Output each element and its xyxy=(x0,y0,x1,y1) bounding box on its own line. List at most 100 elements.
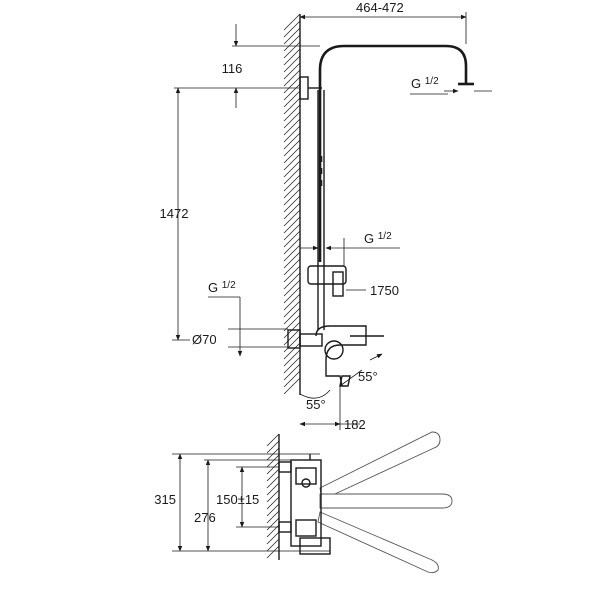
hatch-stroke xyxy=(283,125,301,143)
plan-outlet xyxy=(301,478,311,488)
dim-inlet-thread-label: G 1/2 xyxy=(208,280,236,295)
hatch-stroke xyxy=(283,209,301,227)
dim-spacing-label: 150±15 xyxy=(216,492,259,507)
hatch-stroke xyxy=(283,279,301,297)
hatch-stroke xyxy=(266,517,280,531)
hatch-stroke xyxy=(283,349,301,367)
hatch-stroke xyxy=(266,489,280,503)
dim-head-drop-label: 116 xyxy=(222,61,243,76)
dim-overall-height-label: 1750 xyxy=(370,283,399,298)
hatch-stroke xyxy=(283,132,301,150)
hatch-stroke xyxy=(283,97,301,115)
hatch-stroke xyxy=(283,167,301,185)
hatch-stroke xyxy=(266,503,280,517)
spout-swing-upper xyxy=(319,431,441,501)
hatch-stroke xyxy=(283,62,301,80)
hatch-stroke xyxy=(283,195,301,213)
mixer-knob xyxy=(324,340,344,360)
dim-head-thread-label: G 1/2 xyxy=(411,76,439,91)
hatch-stroke xyxy=(266,510,280,524)
hatch-stroke xyxy=(266,545,280,559)
dim-spout-angle-arrow xyxy=(369,353,383,361)
hatch-stroke xyxy=(283,111,301,129)
hatch-stroke xyxy=(283,223,301,241)
hatch-stroke xyxy=(283,83,301,101)
dim-spout-angle-label: 55° xyxy=(358,369,378,384)
hatch-stroke xyxy=(283,13,301,31)
hatch-stroke xyxy=(283,76,301,94)
hatch-stroke xyxy=(283,265,301,283)
hatch-stroke xyxy=(283,335,301,353)
plan-wall-hatching xyxy=(266,433,280,559)
dim-hose-thread-label: G 1/2 xyxy=(364,231,392,246)
hatch-stroke xyxy=(283,48,301,66)
dim-spout-angle-line xyxy=(339,369,363,387)
wall-bracket xyxy=(299,76,309,100)
hatch-stroke xyxy=(266,538,280,552)
hatch-stroke xyxy=(266,454,280,468)
hatch-stroke xyxy=(266,482,280,496)
hatch-stroke xyxy=(283,286,301,304)
hatch-stroke xyxy=(283,174,301,192)
plan-lever xyxy=(299,537,331,555)
hatch-stroke xyxy=(283,188,301,206)
mixer-body xyxy=(315,325,367,387)
hatch-stroke xyxy=(283,230,301,248)
hatch-stroke xyxy=(283,237,301,255)
hatch-stroke xyxy=(283,202,301,220)
hatch-stroke xyxy=(283,356,301,374)
hand-shower-slider xyxy=(332,271,344,297)
hatch-stroke xyxy=(283,41,301,59)
shower-arm xyxy=(318,44,468,262)
spout-tip xyxy=(339,375,351,387)
hatch-stroke xyxy=(283,118,301,136)
hatch-stroke xyxy=(283,342,301,360)
hatch-stroke xyxy=(283,272,301,290)
dim-plan-outer-label: 315 xyxy=(154,492,176,507)
plan-inlet-top xyxy=(278,461,292,473)
inlet-connector xyxy=(299,333,323,347)
hatch-stroke xyxy=(283,251,301,269)
spout-straight xyxy=(319,493,453,509)
hatch-stroke xyxy=(283,90,301,108)
hatch-stroke xyxy=(283,153,301,171)
plan-inlet-bottom xyxy=(278,521,292,533)
hatch-stroke xyxy=(266,468,280,482)
hatch-stroke xyxy=(283,27,301,45)
hatch-stroke xyxy=(266,496,280,510)
hatch-stroke xyxy=(283,328,301,346)
plan-mixer-body xyxy=(290,459,322,547)
hatch-stroke xyxy=(283,69,301,87)
dim-lever-angle-arc xyxy=(299,389,331,399)
hatch-stroke xyxy=(283,20,301,38)
hatch-stroke xyxy=(283,377,301,395)
hatch-stroke xyxy=(283,146,301,164)
hatch-stroke xyxy=(266,440,280,454)
hatch-stroke xyxy=(266,461,280,475)
hatch-stroke xyxy=(283,181,301,199)
hatch-stroke xyxy=(283,363,301,381)
hatch-stroke xyxy=(283,314,301,332)
dim-head-reach-label: 464-472 xyxy=(356,0,404,15)
hatch-stroke xyxy=(283,370,301,388)
hatch-stroke xyxy=(283,258,301,276)
hatch-stroke xyxy=(266,433,280,447)
dim-rail-height-label: 1472 xyxy=(160,206,189,221)
side-elevation: 464-472 116 G 1/2 1472 G 1/2 1750 G 1/2 … xyxy=(160,0,492,432)
hatch-stroke xyxy=(266,475,280,489)
plan-mixer-top-cap xyxy=(295,467,317,485)
spout-swing-lower xyxy=(317,511,439,574)
hand-shower-holder xyxy=(307,265,347,285)
dim-lever-angle-label: 55° xyxy=(306,397,326,412)
hatch-stroke xyxy=(283,104,301,122)
hatch-stroke xyxy=(283,300,301,318)
hatch-stroke xyxy=(283,216,301,234)
hatch-stroke xyxy=(283,139,301,157)
dim-plan-inner-label: 276 xyxy=(194,510,216,525)
hatch-stroke xyxy=(283,55,301,73)
hatch-stroke xyxy=(283,244,301,262)
hatch-stroke xyxy=(266,531,280,545)
hatch-stroke xyxy=(283,160,301,178)
